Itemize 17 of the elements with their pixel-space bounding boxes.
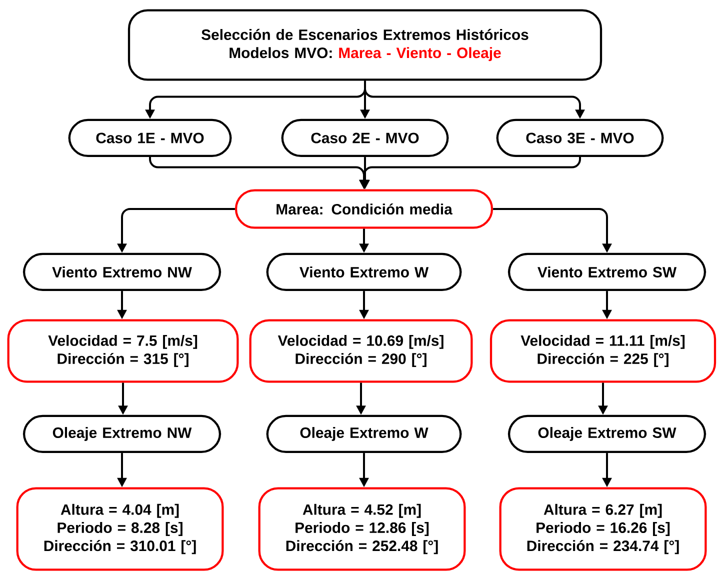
process-box: Velocidad = 11.11 [m/s] Dirección = 225 [°] bbox=[490, 319, 716, 383]
process-box: Oleaje Extremo W bbox=[266, 414, 462, 454]
process-box: Marea: Condición media bbox=[234, 189, 494, 229]
process-box: Viento Extremo SW bbox=[508, 252, 706, 292]
process-box: Viento Extremo W bbox=[266, 252, 462, 292]
process-box: Altura = 6.27 [m] Periodo = 16.26 [s] Dirección = 234.74 [°] bbox=[499, 487, 707, 571]
process-box: Altura = 4.52 [m] Periodo = 12.86 [s] Dirección = 252.48 [°] bbox=[258, 487, 466, 571]
process-box: Oleaje Extremo NW bbox=[22, 414, 222, 454]
process-box: Velocidad = 10.69 [m/s] Dirección = 290 [°] bbox=[249, 319, 473, 383]
process-box: Oleaje Extremo SW bbox=[508, 414, 706, 454]
process-box: Velocidad = 7.5 [m/s] Dirección = 315 [°] bbox=[7, 319, 239, 383]
process-box: Caso 1E - MVO bbox=[68, 118, 232, 158]
process-box: Altura = 4.04 [m] Periodo = 8.28 [s] Dirección = 310.01 [°] bbox=[16, 487, 224, 571]
title-box: Selección de Escenarios Extremos Históricos Modelos MVO: Marea - Viento - Oleaje bbox=[128, 9, 602, 81]
process-box: Viento Extremo NW bbox=[22, 252, 222, 292]
process-box: Caso 2E - MVO bbox=[281, 118, 449, 158]
process-box: Caso 3E - MVO bbox=[496, 118, 664, 158]
